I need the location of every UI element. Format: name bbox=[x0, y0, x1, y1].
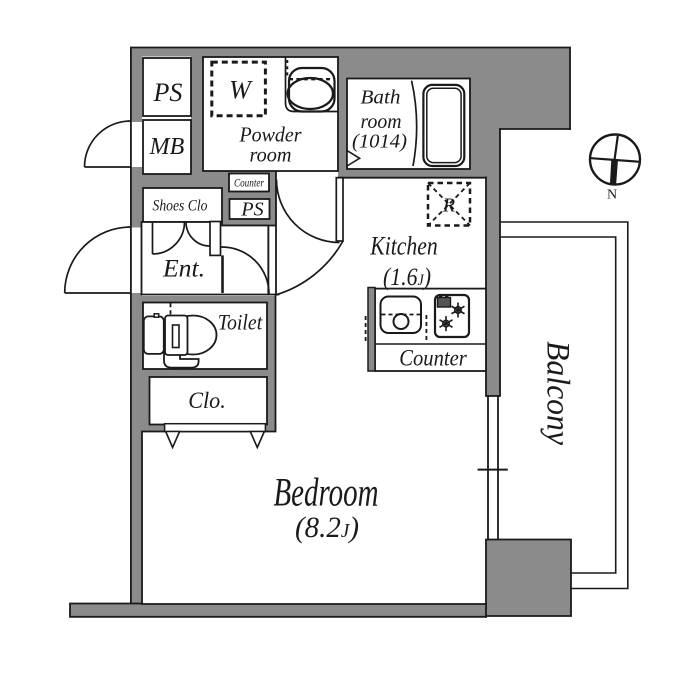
svg-text:(1014): (1014) bbox=[352, 131, 407, 153]
svg-text:PS: PS bbox=[240, 199, 263, 221]
svg-text:N: N bbox=[607, 188, 617, 203]
svg-text:Shoes Clo: Shoes Clo bbox=[153, 198, 208, 215]
svg-text:room: room bbox=[361, 111, 402, 133]
svg-text:room: room bbox=[250, 143, 292, 167]
svg-text:(8.2J): (8.2J) bbox=[295, 511, 359, 544]
svg-text:Counter: Counter bbox=[399, 346, 467, 371]
svg-text:Balcony: Balcony bbox=[539, 341, 575, 445]
svg-text:Toilet: Toilet bbox=[218, 310, 263, 335]
svg-text:Bath: Bath bbox=[361, 87, 401, 109]
svg-text:R: R bbox=[442, 195, 455, 217]
svg-text:Counter: Counter bbox=[234, 178, 264, 190]
svg-text:Powder: Powder bbox=[239, 123, 303, 147]
svg-text:PS: PS bbox=[153, 78, 183, 107]
svg-text:Clo.: Clo. bbox=[188, 388, 226, 413]
svg-text:Bedroom: Bedroom bbox=[274, 470, 379, 515]
svg-text:W: W bbox=[229, 76, 253, 105]
svg-text:MB: MB bbox=[149, 134, 185, 160]
svg-text:Kitchen: Kitchen bbox=[369, 232, 437, 261]
svg-text:(1.6J): (1.6J) bbox=[383, 264, 431, 291]
svg-text:Ent.: Ent. bbox=[162, 256, 205, 283]
